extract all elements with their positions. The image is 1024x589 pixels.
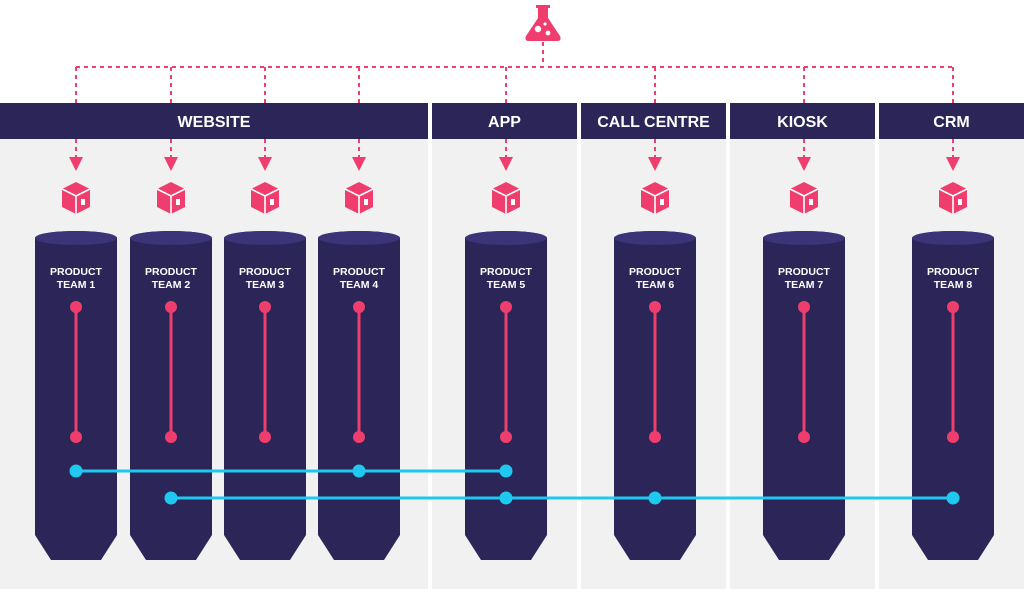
team-label-line1: PRODUCT (333, 266, 386, 278)
team-label-line1: PRODUCT (239, 266, 292, 278)
package-icon (344, 182, 374, 214)
link-node (164, 491, 178, 505)
pipeline-end-dot (353, 431, 365, 443)
team-label-line2: TEAM 8 (934, 279, 973, 291)
column-cap (763, 231, 845, 245)
package-icon (491, 182, 521, 214)
pipeline-end-dot (165, 431, 177, 443)
column-cap (614, 231, 696, 245)
pipeline-start-dot (947, 301, 959, 313)
column-cap (130, 231, 212, 245)
pipeline (649, 301, 661, 443)
pipeline-end-dot (500, 431, 512, 443)
team-label-line2: TEAM 5 (487, 279, 526, 291)
header-label-website: WEBSITE (178, 114, 251, 131)
pipeline (798, 301, 810, 443)
pipeline-end-dot (259, 431, 271, 443)
package-icon (640, 182, 670, 214)
team-label-line2: TEAM 6 (636, 279, 675, 291)
team-label-line1: PRODUCT (50, 266, 103, 278)
distribution-connectors (69, 42, 960, 171)
team-label-line1: PRODUCT (927, 266, 980, 278)
link-node (499, 491, 513, 505)
team-label-line1: PRODUCT (778, 266, 831, 278)
team-label-line1: PRODUCT (145, 266, 198, 278)
header-label-crm: CRM (933, 114, 969, 131)
flask-icon (525, 5, 561, 41)
package-icon (61, 182, 91, 214)
pipeline (70, 301, 82, 443)
pipeline (259, 301, 271, 443)
header-website: WEBSITE (0, 103, 428, 139)
pipeline-start-dot (70, 301, 82, 313)
pipeline-start-dot (353, 301, 365, 313)
column-cap (465, 231, 547, 245)
team-label-line1: PRODUCT (480, 266, 533, 278)
pipeline-start-dot (798, 301, 810, 313)
column-cap (318, 231, 400, 245)
package-icon (789, 182, 819, 214)
header-kiosk: KIOSK (730, 103, 875, 139)
header-label-call-centre: CALL CENTRE (597, 114, 710, 131)
team-label-line2: TEAM 3 (246, 279, 285, 291)
header-call-centre: CALL CENTRE (581, 103, 726, 139)
link-node (69, 464, 83, 478)
team-label-line2: TEAM 2 (152, 279, 191, 291)
header-label-app: APP (488, 114, 521, 131)
pipeline-start-dot (259, 301, 271, 313)
package-icon (250, 182, 280, 214)
team-label-line2: TEAM 4 (340, 279, 379, 291)
team-label-line1: PRODUCT (629, 266, 682, 278)
link-node (648, 491, 662, 505)
pipeline (947, 301, 959, 443)
header-app: APP (432, 103, 577, 139)
pipeline-start-dot (500, 301, 512, 313)
cross-team-link (164, 491, 960, 505)
link-node (499, 464, 513, 478)
pipeline (500, 301, 512, 443)
header-crm: CRM (879, 103, 1024, 139)
column-cap (912, 231, 994, 245)
link-node (946, 491, 960, 505)
pipeline (353, 301, 365, 443)
pipeline-start-dot (649, 301, 661, 313)
pipeline (165, 301, 177, 443)
team-label-line2: TEAM 1 (57, 279, 96, 291)
package-icon (938, 182, 968, 214)
cross-team-link (69, 464, 513, 478)
pipeline-start-dot (165, 301, 177, 313)
package-icons (61, 182, 968, 214)
team-pipelines (70, 301, 959, 443)
pipeline-end-dot (70, 431, 82, 443)
pipeline-end-dot (649, 431, 661, 443)
column-cap (224, 231, 306, 245)
column-cap (35, 231, 117, 245)
link-node (352, 464, 366, 478)
header-label-kiosk: KIOSK (777, 114, 828, 131)
package-icon (156, 182, 186, 214)
team-label-line2: TEAM 7 (785, 279, 824, 291)
pipeline-end-dot (947, 431, 959, 443)
pipeline-end-dot (798, 431, 810, 443)
cross-team-links (69, 464, 960, 505)
